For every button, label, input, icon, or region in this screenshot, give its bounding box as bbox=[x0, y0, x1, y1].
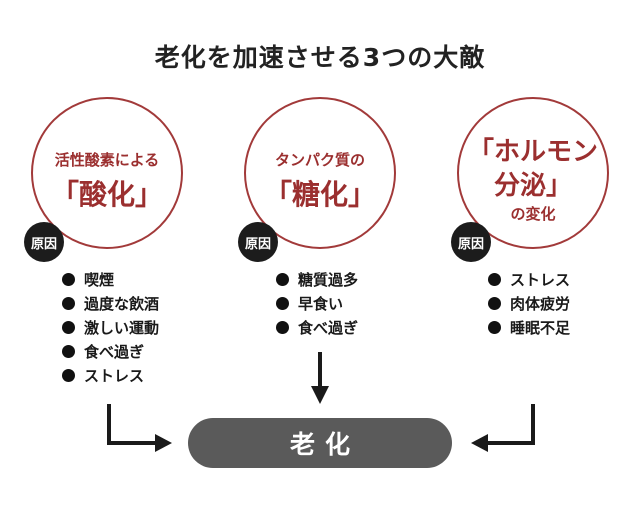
bullet-icon bbox=[62, 369, 75, 382]
bullet-icon bbox=[276, 297, 289, 310]
cause-hormone-title-line1: 「ホルモン bbox=[467, 137, 598, 167]
cause-circle-oxidation: 活性酸素による 「酸化」 bbox=[31, 97, 183, 249]
list-item: 睡眠不足 bbox=[488, 316, 570, 340]
cause-hormone-title-line2: 分泌」 bbox=[493, 171, 572, 201]
bullet-icon bbox=[62, 345, 75, 358]
cause-list-oxidation: 喫煙 過度な飲酒 激しい運動 食べ過ぎ ストレス bbox=[62, 268, 159, 388]
cause-circle-glycation: タンパク質の 「糖化」 bbox=[244, 97, 396, 249]
bullet-icon bbox=[276, 321, 289, 334]
cause-hormone-subtitle: の変化 bbox=[510, 205, 556, 223]
arrow-left-head-icon bbox=[155, 434, 172, 452]
list-item: ストレス bbox=[62, 364, 159, 388]
list-item: ストレス bbox=[488, 268, 570, 292]
cause-oxidation-title: 「酸化」 bbox=[50, 178, 163, 211]
cause-badge-hormone: 原因 bbox=[451, 222, 491, 262]
list-item: 喫煙 bbox=[62, 268, 159, 292]
arrow-right-connector bbox=[488, 404, 535, 445]
bullet-icon bbox=[488, 321, 501, 334]
list-item: 早食い bbox=[276, 292, 358, 316]
bullet-icon bbox=[488, 297, 501, 310]
arrow-center-head-icon bbox=[311, 386, 329, 404]
arrow-right-head-icon bbox=[471, 434, 488, 452]
list-item: 過度な飲酒 bbox=[62, 292, 159, 316]
cause-list-glycation: 糖質過多 早食い 食べ過ぎ bbox=[276, 268, 358, 340]
cause-badge-glycation: 原因 bbox=[238, 222, 278, 262]
list-item: 食べ過ぎ bbox=[62, 340, 159, 364]
cause-badge-oxidation: 原因 bbox=[24, 222, 64, 262]
result-aging: 老化 bbox=[188, 418, 452, 468]
cause-list-hormone: ストレス 肉体疲労 睡眠不足 bbox=[488, 268, 570, 340]
bullet-icon bbox=[488, 273, 501, 286]
list-item: 糖質過多 bbox=[276, 268, 358, 292]
bullet-icon bbox=[276, 273, 289, 286]
cause-oxidation-subtitle: 活性酸素による bbox=[54, 151, 160, 169]
bullet-icon bbox=[62, 297, 75, 310]
cause-glycation-title: 「糖化」 bbox=[263, 178, 376, 211]
list-item: 肉体疲労 bbox=[488, 292, 570, 316]
arrow-left-connector bbox=[107, 404, 155, 445]
cause-circle-hormone: 「ホルモン 分泌」 の変化 bbox=[457, 97, 609, 249]
cause-glycation-subtitle: タンパク質の bbox=[274, 151, 365, 169]
list-item: 食べ過ぎ bbox=[276, 316, 358, 340]
bullet-icon bbox=[62, 273, 75, 286]
diagram-title: 老化を加速させる3つの大敵 bbox=[154, 43, 486, 72]
list-item: 激しい運動 bbox=[62, 316, 159, 340]
bullet-icon bbox=[62, 321, 75, 334]
